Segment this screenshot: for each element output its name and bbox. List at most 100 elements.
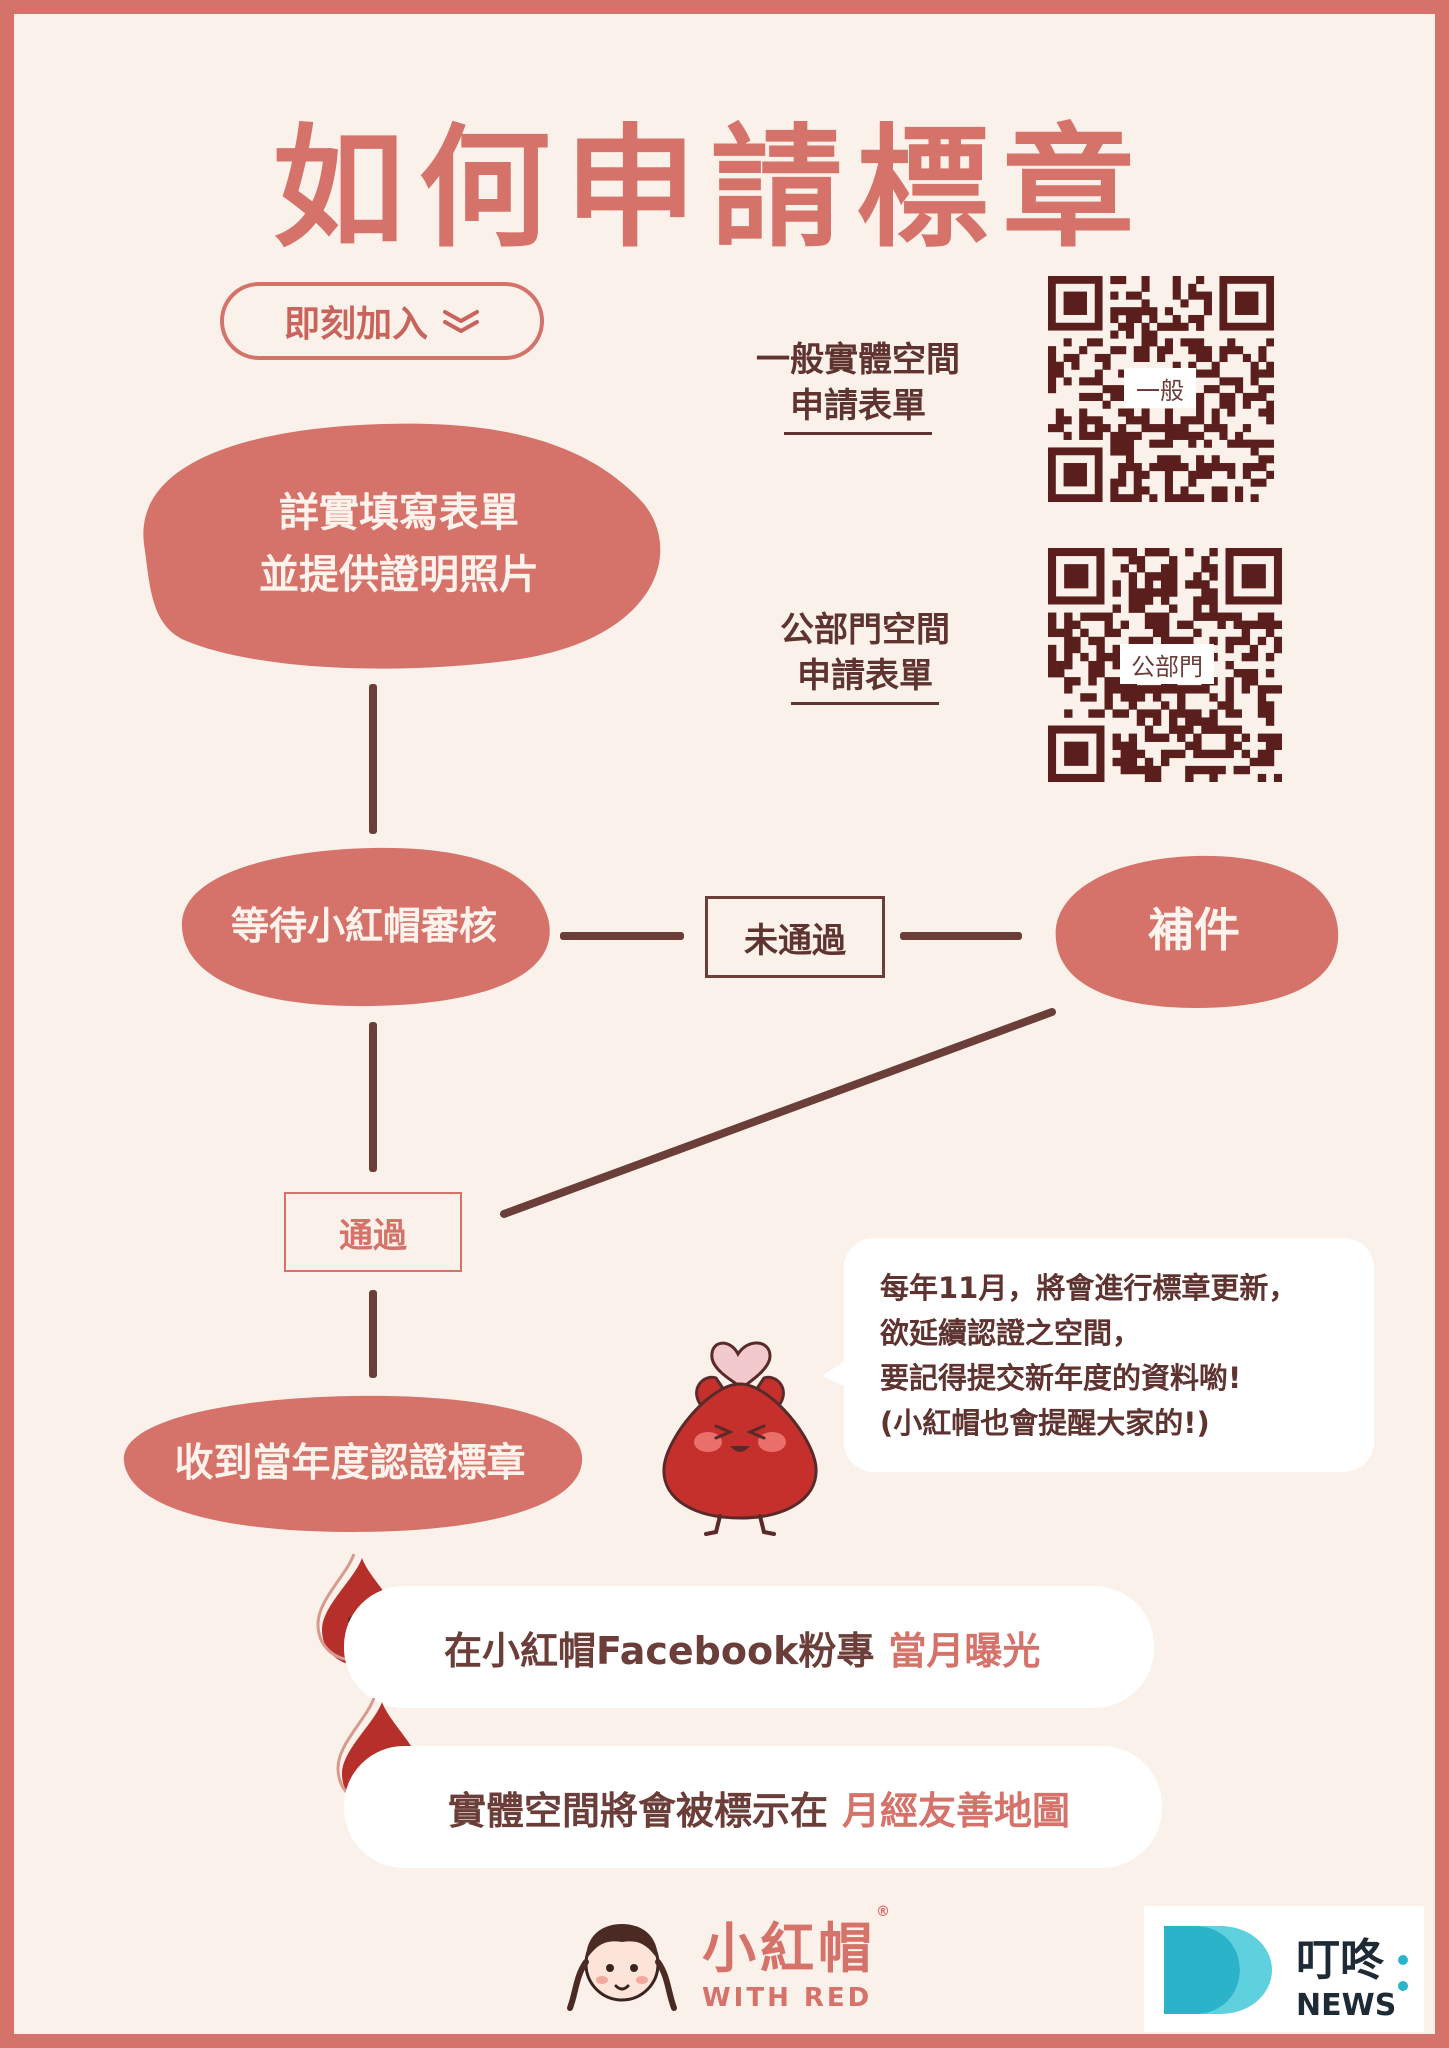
- qr-module: [1219, 377, 1228, 386]
- qr-module: [1152, 685, 1162, 694]
- qr-module: [1273, 636, 1282, 646]
- qr-module: [1211, 486, 1220, 495]
- qr-module: [1120, 693, 1129, 702]
- qr-module: [1080, 652, 1089, 662]
- qr-module: [1266, 470, 1274, 479]
- qr-module: [1235, 377, 1244, 386]
- qr-module: [1110, 385, 1119, 394]
- qr-module: [1160, 612, 1170, 621]
- qr-module: [1193, 741, 1202, 751]
- qr-module: [1118, 470, 1127, 479]
- qr-module: [1128, 685, 1138, 694]
- qr-module: [1157, 322, 1166, 331]
- qr-module: [1110, 314, 1119, 324]
- qr-module: [1094, 416, 1103, 425]
- qr-module: [1241, 733, 1251, 742]
- step-fill-form-line1: 詳實填寫表單: [279, 490, 519, 536]
- qr-module: [1164, 470, 1173, 479]
- qr-module: [1120, 685, 1129, 694]
- qr-module: [1265, 685, 1275, 694]
- qr-module: [1136, 693, 1146, 702]
- qr-module: [1266, 361, 1274, 370]
- qr-module: [1164, 307, 1173, 316]
- qr-module: [1169, 725, 1178, 734]
- qr-module: [1185, 765, 1194, 775]
- qr-module: [1112, 757, 1121, 767]
- qr-module: [1201, 749, 1210, 759]
- qr-label-public-line1: 公部門空間: [780, 610, 950, 650]
- qr-code-general[interactable]: [1048, 276, 1274, 502]
- qr-module: [1211, 361, 1220, 370]
- qr-module: [1241, 765, 1251, 775]
- qr-module: [1157, 424, 1166, 433]
- qr-module: [1196, 463, 1205, 472]
- qr-module: [1201, 556, 1210, 565]
- qr-module: [1258, 455, 1267, 464]
- qr-module: [1196, 346, 1205, 355]
- qr-module: [1172, 455, 1181, 464]
- qr-module: [1233, 636, 1242, 646]
- qr-module: [1225, 709, 1234, 718]
- qr-module: [1133, 307, 1142, 316]
- brand-name-text: 小紅帽: [702, 1917, 876, 1980]
- qr-module: [1209, 693, 1218, 702]
- qr-module: [1257, 733, 1267, 742]
- qr-module: [1265, 620, 1275, 629]
- qr-label-general: 一般實體空間 申請表單: [728, 338, 988, 435]
- qr-module: [1094, 431, 1103, 440]
- qr-label-general-line2[interactable]: 申請表單: [784, 384, 932, 435]
- qr-module: [1088, 636, 1097, 646]
- qr-module: [1094, 392, 1103, 401]
- qr-module: [1079, 408, 1088, 417]
- qr-module: [1112, 677, 1121, 686]
- join-button[interactable]: 即刻加入: [220, 282, 544, 360]
- qr-module: [1048, 361, 1057, 370]
- qr-module: [1104, 701, 1113, 710]
- qr-module: [1064, 628, 1073, 638]
- qr-module: [1266, 408, 1274, 417]
- notice-line2: 欲延續認證之空間，: [880, 1315, 1142, 1350]
- qr-module: [1055, 361, 1064, 370]
- qr-module: [1177, 636, 1186, 646]
- step-review: 等待小紅帽審核: [230, 903, 497, 948]
- qr-module: [1185, 548, 1194, 557]
- qr-finder-pattern: [1063, 463, 1087, 487]
- qr-module: [1172, 291, 1181, 300]
- qr-module: [1152, 628, 1162, 638]
- qr-module: [1048, 377, 1057, 386]
- qr-module: [1160, 636, 1170, 646]
- qr-module: [1136, 749, 1146, 759]
- qr-module: [1141, 283, 1150, 292]
- qr-module: [1185, 685, 1194, 694]
- qr-module: [1128, 749, 1138, 759]
- qr-module: [1219, 431, 1228, 440]
- partner-sub: NEWS: [1296, 1988, 1397, 2023]
- qr-module: [1128, 588, 1138, 597]
- qr-module: [1071, 361, 1080, 370]
- qr-module: [1141, 424, 1150, 433]
- qr-module: [1096, 644, 1105, 654]
- qr-module: [1112, 628, 1121, 638]
- qr-module: [1196, 408, 1205, 417]
- qr-module: [1273, 741, 1282, 751]
- qr-module: [1094, 338, 1103, 347]
- qr-module: [1172, 494, 1181, 502]
- qr-module: [1152, 620, 1162, 629]
- qr-module: [1110, 392, 1119, 401]
- qr-module: [1144, 580, 1154, 589]
- qr-code-public[interactable]: [1048, 548, 1282, 782]
- qr-module: [1104, 620, 1113, 629]
- qr-module: [1112, 644, 1121, 654]
- qr-module: [1110, 330, 1119, 339]
- qr-module: [1185, 717, 1194, 726]
- qr-module: [1094, 369, 1103, 378]
- qr-module: [1225, 612, 1234, 621]
- qr-label-public-line2[interactable]: 申請表單: [791, 654, 939, 705]
- qr-module: [1048, 369, 1057, 378]
- qr-module: [1144, 725, 1154, 734]
- qr-module: [1118, 307, 1127, 316]
- qr-module: [1188, 439, 1197, 448]
- colon-dots-icon: [1398, 1955, 1408, 1991]
- qr-module: [1201, 564, 1210, 573]
- qr-module: [1160, 685, 1170, 694]
